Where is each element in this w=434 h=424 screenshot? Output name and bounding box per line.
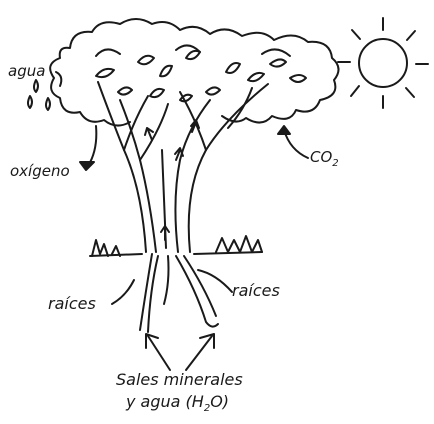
water-formula-suffix: O) bbox=[210, 392, 230, 411]
minerals-label-line2: y agua (H2O) bbox=[126, 394, 229, 414]
oxygen-label: oxígeno bbox=[10, 162, 70, 180]
co2-text: CO bbox=[310, 148, 333, 166]
tree-canopy bbox=[49, 18, 340, 127]
roots-label-right: raíces bbox=[232, 281, 280, 300]
carbon-dioxide-label: CO2 bbox=[310, 150, 339, 169]
minerals-label-line1: Sales minerales bbox=[116, 370, 243, 389]
water-droplets-icon bbox=[27, 71, 63, 111]
tree-roots bbox=[111, 253, 233, 333]
tree-trunk bbox=[97, 81, 269, 253]
mineral-uptake-arrows bbox=[145, 333, 215, 371]
sun-icon bbox=[337, 17, 429, 109]
co2-subscript: 2 bbox=[332, 158, 339, 169]
tree-leaves bbox=[95, 49, 307, 103]
water-label: agua bbox=[8, 62, 46, 80]
co2-arrow bbox=[277, 125, 309, 159]
oxygen-arrow bbox=[79, 125, 98, 171]
roots-label-left: raíces bbox=[48, 294, 96, 313]
sap-flow-arrows bbox=[144, 119, 200, 241]
ground-line bbox=[89, 235, 263, 257]
water-formula-prefix: y agua (H bbox=[126, 392, 204, 411]
water-formula-subscript: 2 bbox=[203, 403, 211, 415]
